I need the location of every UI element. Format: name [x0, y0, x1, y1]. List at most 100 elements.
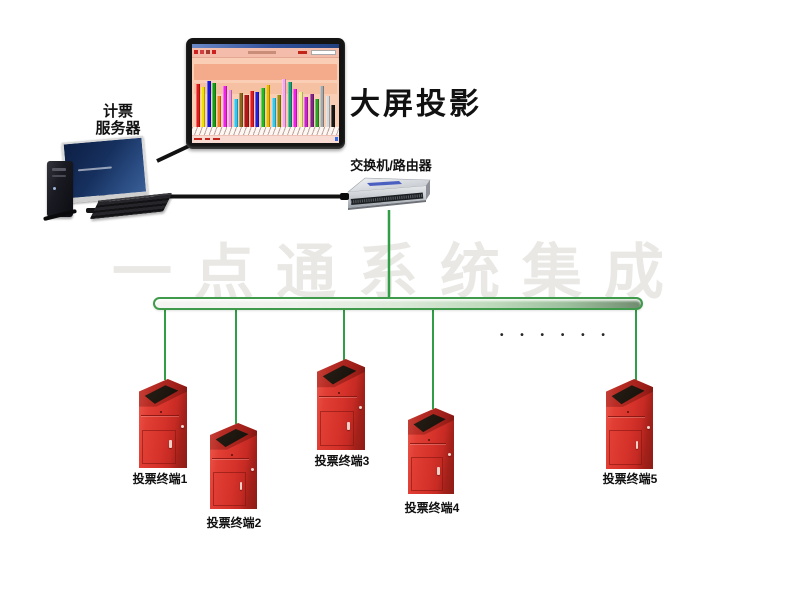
server-tower-icon: [43, 161, 77, 222]
chart-bar: [309, 94, 314, 127]
chart-bar: [195, 83, 200, 127]
kiosk-seam: [212, 458, 249, 460]
terminal-kiosk-1: [139, 379, 187, 468]
chart-bar: [266, 84, 271, 127]
kiosk-seam: [608, 415, 645, 417]
terminal-kiosk-2: [210, 423, 257, 509]
kiosk-door: [411, 457, 444, 491]
projector-label: 大屏投影: [350, 88, 482, 121]
toolbar-red-label: [298, 50, 307, 54]
chart-header-band: [194, 64, 337, 80]
server-label: 计票 服务器: [68, 103, 168, 137]
chart-bars: [195, 79, 336, 127]
chart-header-band: [194, 83, 337, 94]
more-terminals-dots: • • • • • •: [500, 330, 612, 341]
toolbar-input-box: [311, 49, 336, 55]
terminal-label-1: 投票终端1: [132, 472, 188, 486]
kiosk-seam: [319, 396, 357, 398]
app-titlebar: [192, 44, 339, 48]
switch-label-stripe: [367, 181, 402, 186]
chart-bar: [260, 87, 265, 127]
chart-bar: [239, 93, 244, 127]
chart-bar: [304, 97, 309, 127]
kiosk-side-lock: [647, 425, 651, 429]
toolbar-button-icon: [212, 50, 216, 54]
terminal-label-4: 投票终端4: [404, 501, 460, 515]
kiosk-door-handle: [239, 482, 243, 491]
kiosk-door: [609, 430, 643, 466]
chart-bar: [331, 104, 336, 127]
server-computer: [40, 135, 173, 225]
monitor-glint: [77, 166, 112, 172]
kiosk-door: [320, 410, 354, 447]
tower-drive-slot: [52, 175, 66, 177]
chart-bar: [206, 80, 211, 127]
chart-bar: [325, 96, 330, 127]
kiosk-door: [213, 472, 247, 506]
chart-bar: [211, 82, 216, 127]
chart-bar: [320, 85, 325, 127]
kiosk-keyhole: [626, 411, 629, 414]
kiosk-keyhole: [428, 438, 431, 441]
chart-bar: [282, 79, 287, 127]
terminal-label-5: 投票终端5: [602, 472, 658, 486]
server-monitor-icon: [61, 135, 149, 204]
toolbar-button-icon: [206, 50, 210, 54]
app-statusbar: [192, 135, 339, 143]
chart-bar: [293, 88, 298, 127]
server-label-line2: 服务器: [95, 120, 141, 137]
statusbar-text-mark: [194, 138, 202, 140]
switch-right-face: [426, 180, 430, 200]
toolbar-button-icon: [200, 50, 204, 54]
projector-screen: [186, 38, 345, 149]
terminal-kiosk-4: [408, 408, 454, 494]
kiosk-door-handle: [436, 467, 440, 476]
chart-bar: [298, 92, 303, 127]
kiosk-side-lock: [251, 467, 255, 471]
app-toolbar: [192, 48, 339, 58]
terminal-label-2: 投票终端2: [206, 516, 262, 530]
chart-bar: [314, 99, 320, 127]
switch-cable-plug: [340, 193, 349, 200]
toolbar-text-placeholder: [248, 51, 276, 54]
voting-app-window: [192, 44, 339, 143]
kiosk-side-lock: [181, 425, 185, 429]
terminal-label-3: 投票终端3: [314, 454, 370, 468]
statusbar-text-mark: [205, 138, 210, 140]
kiosk-door-handle: [347, 421, 351, 430]
kiosk-keyhole: [338, 391, 341, 394]
chart-bar: [233, 99, 238, 127]
chart-bar: [244, 95, 249, 127]
switch-bottom-edge: [348, 200, 426, 210]
toolbar-button-icon: [194, 50, 198, 54]
chart-bar: [201, 87, 206, 127]
tower-power-led: [53, 187, 56, 190]
switch-label: 交换机/路由器: [350, 158, 432, 173]
kiosk-seam: [410, 443, 447, 445]
statusbar-text-mark: [213, 138, 220, 140]
chart-axis-ticks: [192, 127, 339, 135]
kiosk-door-handle: [169, 440, 173, 449]
kiosk-keyhole: [160, 411, 163, 414]
bus-bar: [153, 297, 643, 310]
kiosk-seam: [141, 415, 179, 417]
chart-bar: [277, 95, 282, 127]
chart-bar: [287, 81, 292, 127]
kiosk-side-lock: [448, 452, 452, 456]
terminal-kiosk-3: [317, 359, 365, 450]
chart-bar: [222, 85, 227, 127]
server-label-line1: 计票: [102, 103, 133, 120]
chart-bar: [271, 98, 276, 127]
switch-ports-texture: [350, 194, 424, 204]
chart-bar: [249, 91, 254, 127]
kiosk-door: [142, 429, 176, 465]
chart-bar: [228, 89, 233, 127]
tower-foot: [43, 208, 77, 222]
switch-device: [340, 177, 431, 210]
kiosk-keyhole: [230, 453, 233, 456]
tower-drive-slot: [52, 168, 66, 171]
terminal-kiosk-5: [606, 379, 653, 469]
chart-bar: [255, 92, 260, 127]
statusbar-logo-mark: [335, 137, 338, 141]
